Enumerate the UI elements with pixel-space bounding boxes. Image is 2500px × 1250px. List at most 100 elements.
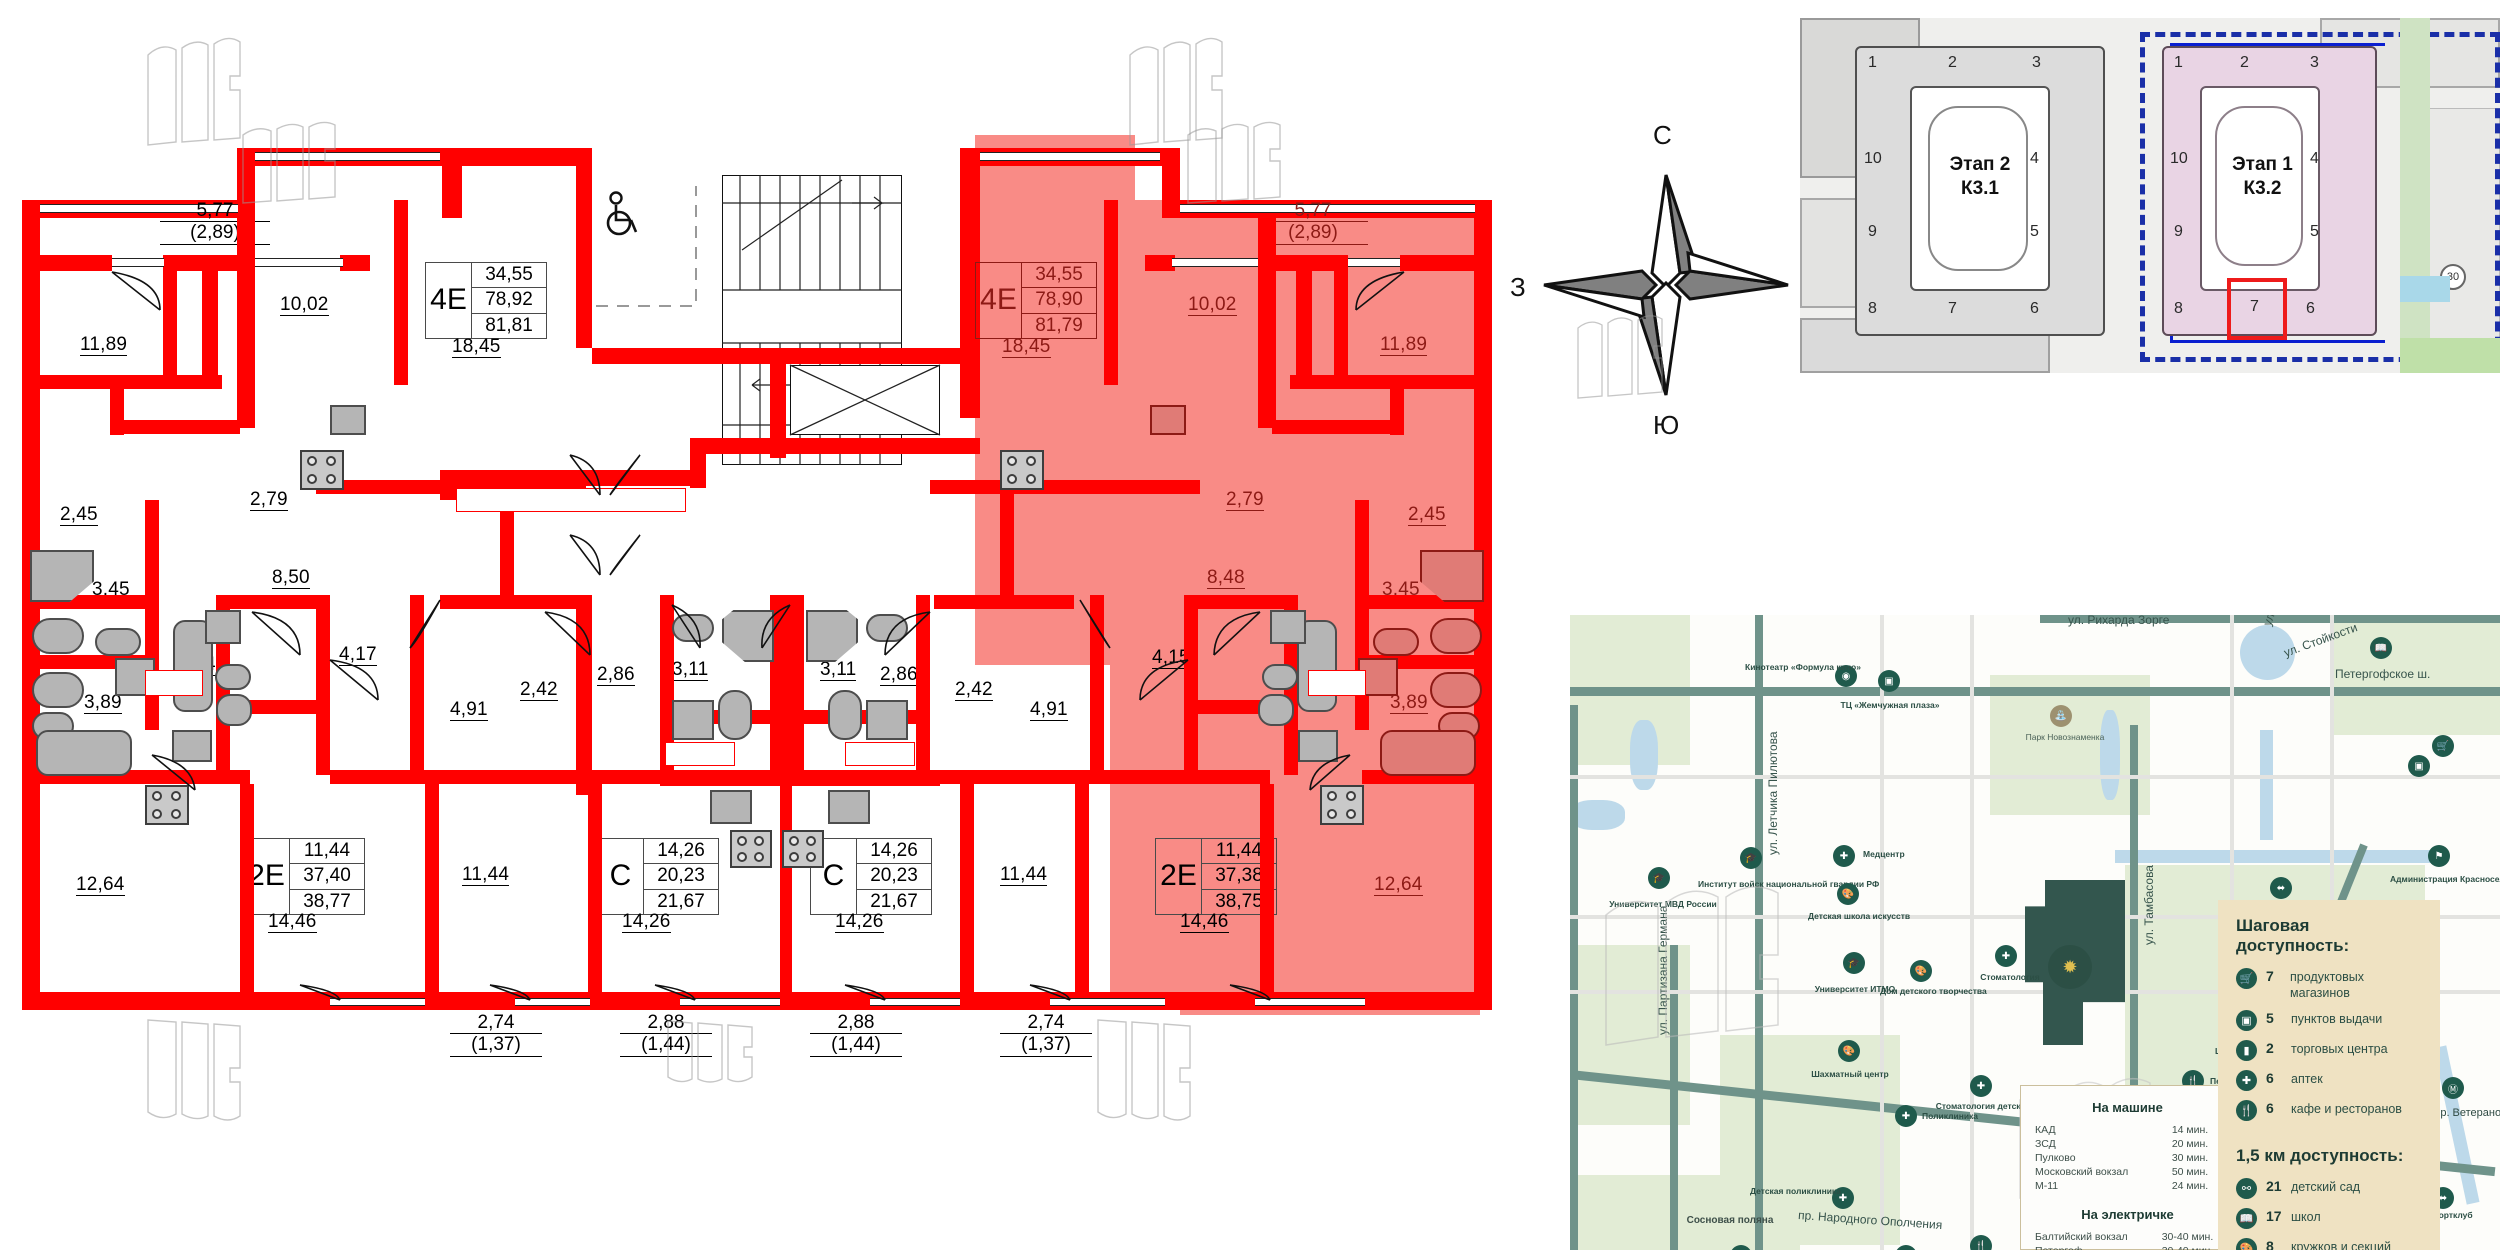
floor-plan: 5,77 (2,89) 11,89 10,02 2,45 2,79 3,45 8… xyxy=(22,37,1492,1121)
legend-count: 6 xyxy=(2266,1100,2274,1117)
water-5 xyxy=(2115,850,2445,863)
wall-l-vert-9 xyxy=(240,784,254,1009)
s2-sec-9: 9 xyxy=(1868,223,1877,240)
poi-dentistry-icon: ✚ xyxy=(1995,945,2017,967)
wall-balcony-right-col2 xyxy=(1145,255,1175,271)
transit-value: 30-40 мин. xyxy=(2136,1244,2220,1250)
apt-box-4e-right[interactable]: 4Е 34,55 78,90 81,79 xyxy=(975,262,1097,339)
wall-r-vert-1 xyxy=(1334,270,1348,380)
apt-total-bal: 81,81 xyxy=(485,314,533,336)
poi-kids-polyclinic-icon: ✚ xyxy=(1832,1187,1854,1209)
poi-cinema-icon: ◉ xyxy=(1835,665,1857,687)
dim-room-11-44-right: 11,44 xyxy=(1000,864,1048,886)
dim-room-2-86-left: 2,86 xyxy=(597,664,635,686)
stage2-line1: Этап 2 xyxy=(1949,154,2011,175)
poi-admin-label: Администрация Красносельского района xyxy=(2390,874,2500,884)
apt-living: 14,26 xyxy=(644,839,718,865)
apt-type: 4Е xyxy=(976,263,1022,338)
wall-balcony-left-col2 xyxy=(340,255,370,271)
dim-corr-8-50-left: 8,50 xyxy=(272,567,310,589)
wall-top-core xyxy=(442,148,462,218)
bal-area: 2,74 xyxy=(450,1012,542,1035)
legend-count: 2 xyxy=(2266,1040,2274,1057)
legend-count: 7 xyxy=(2266,968,2274,984)
wall-r-vert-9 xyxy=(1260,784,1274,1009)
poi-kids-sport-icon: ⬌ xyxy=(2270,877,2292,899)
compass-west-label: З xyxy=(1510,272,1526,302)
wall-c-v-2 xyxy=(960,784,974,1009)
street-narodnogo-opolcheniya xyxy=(1570,705,1578,1250)
s2-sec-7: 7 xyxy=(1948,300,1957,317)
balcony-glazing-bottom-left xyxy=(147,1019,241,1121)
wall-l-vert-3 xyxy=(237,218,255,428)
dim-bot-bal-2: 2,88 (1,44) xyxy=(620,1012,712,1057)
compass-south-label: Ю xyxy=(1653,410,1680,440)
apt-box-2e-right[interactable]: 2Е 11,44 37,38 38,75 xyxy=(1155,838,1277,915)
washer-icon-c1 xyxy=(672,700,714,740)
stage1-boundary xyxy=(2140,32,2500,362)
street-petergofskoe xyxy=(1570,687,2500,696)
apt-living: 34,55 xyxy=(472,263,546,289)
s2-sec-10: 10 xyxy=(1864,150,1882,167)
poi-university-mvd-icon: 🎓 xyxy=(1648,867,1670,889)
cutlery-icon: 🍴 xyxy=(2236,1100,2257,1122)
apt-box-c-right[interactable]: С 14,26 20,23 21,67 xyxy=(810,838,932,915)
cart-icon: 🛒 xyxy=(2236,968,2257,989)
wall-bot-bal-6 xyxy=(1165,992,1255,1010)
balcony-area-r: 5,77 xyxy=(1258,200,1368,223)
bathtub-icon xyxy=(36,730,132,776)
pharmacy-icon: ✚ xyxy=(2236,1070,2257,1092)
apt-type: 4Е xyxy=(426,263,472,338)
dim-room-2-42-left: 2,42 xyxy=(520,679,558,701)
wall-r-h-11 xyxy=(934,595,1074,609)
poi-mall-label: ТЦ «Жемчужная плаза» xyxy=(1840,700,1940,710)
poi-creativity-house-label: Дом детского творчества xyxy=(1880,986,1987,996)
sosnovaya-polyana-label: Сосновая поляна xyxy=(1686,1215,1774,1226)
poi-polyclinic-label: Поликлиника xyxy=(1922,1111,1979,1121)
wall-balcony-left-part xyxy=(22,255,112,271)
apt-box-2e-left[interactable]: 2Е 11,44 37,40 38,77 xyxy=(243,838,365,915)
highlighted-section-box[interactable] xyxy=(2227,278,2287,340)
poi-marine-academy-icon: 🎓 xyxy=(1730,1245,1752,1250)
toilet-icon xyxy=(32,618,84,654)
road-thin-5 xyxy=(1970,615,1974,1250)
dim-bath-4-15-right: 4,15 xyxy=(1152,647,1190,669)
dim-balcony-top-right: 5,77 (2,89) xyxy=(1258,200,1368,245)
wall-balcony-right-part xyxy=(1400,255,1492,271)
poi-sportclub-label: Спортклуб xyxy=(2427,1210,2473,1220)
dim-balcony-top-left: 5,77 (2,89) xyxy=(160,200,270,245)
accessible-zone-dashed xyxy=(596,186,697,307)
poi-itmo-label: Университет ИТМО xyxy=(1814,984,1896,994)
wall-c-h-1 xyxy=(576,770,786,784)
s1-sec-8: 8 xyxy=(2174,300,2183,317)
dim-bath-3-11-right: 3,11 xyxy=(820,659,857,681)
wall-bot-bal-5 xyxy=(960,992,1050,1010)
window-bot-6 xyxy=(1255,998,1365,1006)
poi-dentistry-kids-label: Стоматология детская xyxy=(1935,1101,2031,1111)
window-bot-5 xyxy=(1050,998,1165,1006)
poi-leroy-icon: ▣ xyxy=(2408,755,2430,777)
dim-room-2-42-right: 2,42 xyxy=(955,679,993,701)
wall-c-v-1 xyxy=(588,784,602,1009)
poi-guard-institute-icon: 🎓 xyxy=(1740,847,1762,869)
apt-box-4e-left[interactable]: 4Е 34,55 78,92 81,81 xyxy=(425,262,547,339)
apt-box-c-left[interactable]: С 14,26 20,23 21,67 xyxy=(597,838,719,915)
poi-park-novozn-label: Парк Новознаменка xyxy=(2025,732,2105,742)
legend-walk-title: Шаговая доступность: xyxy=(2236,916,2350,955)
poi-okey-icon: 🛒 xyxy=(2432,735,2454,757)
wall-r-vert-12 xyxy=(1000,480,1014,600)
poi-medcentre-icon: ✚ xyxy=(1833,845,1855,867)
window-bal-right-b xyxy=(1172,258,1260,267)
street-zorge xyxy=(2040,615,2500,623)
sink-icon-r xyxy=(1373,628,1419,656)
s1-sec-6: 6 xyxy=(2306,300,2315,317)
street-partizana-germana xyxy=(1670,945,1678,1250)
stove-icon xyxy=(145,785,189,825)
street-tambasova xyxy=(2130,725,2138,1125)
s1-sec-4: 4 xyxy=(2310,150,2319,167)
bal-area: 2,88 xyxy=(810,1012,902,1035)
s1-sec-7-highlighted: 7 xyxy=(2250,298,2259,315)
